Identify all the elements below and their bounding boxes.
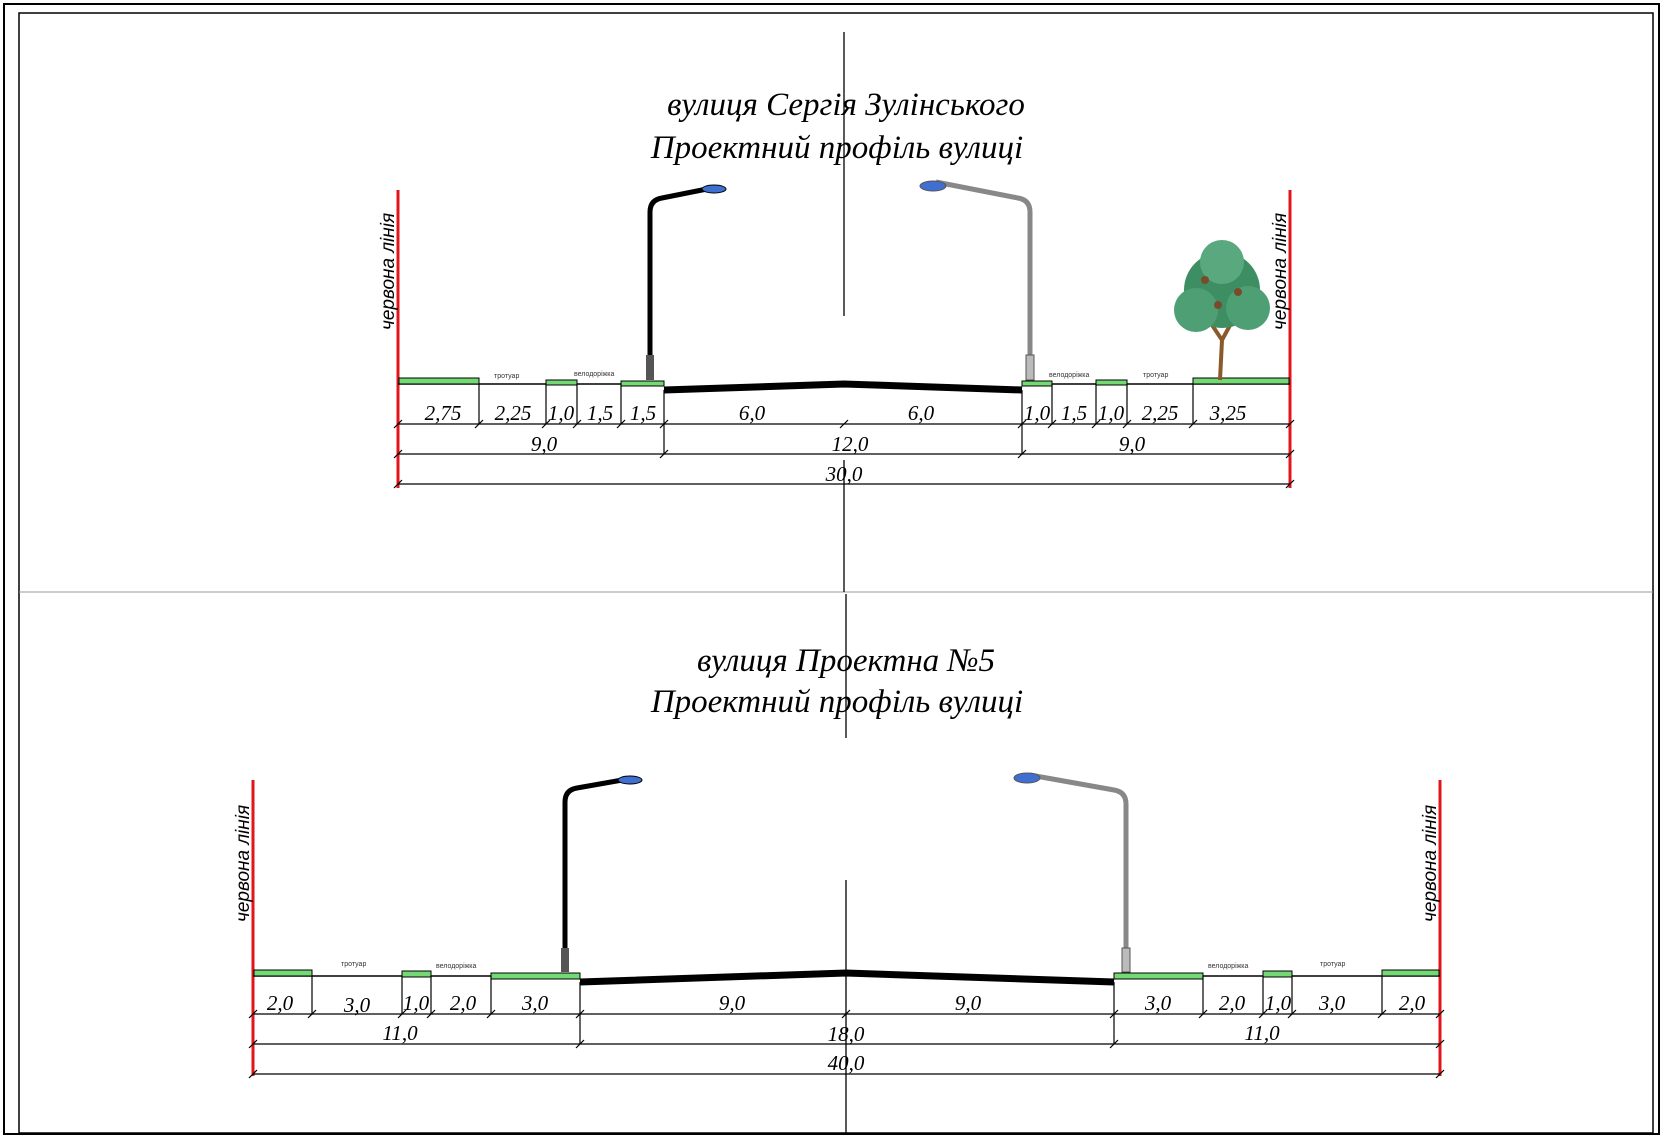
dimension-label: 1,0	[403, 991, 430, 1015]
dimension-label: 11,0	[1244, 1021, 1280, 1045]
dimension-label: 3,25	[1209, 401, 1247, 425]
dimension-label: 2,0	[450, 991, 477, 1015]
street-lamp-icon	[1013, 772, 1131, 973]
green-strip	[620, 380, 665, 387]
section-2-subtitle: Проектний профіль вулиці	[650, 684, 1023, 720]
dimension-label: 3,0	[521, 991, 549, 1015]
dimension-label: 1,0	[1265, 991, 1292, 1015]
dimension-row-1: 2,0 3,0 1,0 2,0 3,0 9,0 9,0 3,0 2,0 1,0 …	[248, 976, 1445, 1019]
street-lamp-icon	[919, 179, 1035, 381]
dimension-label: 9,0	[719, 991, 746, 1015]
dimension-label: 40,0	[828, 1051, 865, 1075]
dimension-label: 9,0	[1119, 432, 1146, 456]
red-line-label-left: червона лінія	[378, 213, 399, 330]
bikeway-label: велодоріжка	[436, 962, 477, 970]
dimension-label: 9,0	[955, 991, 982, 1015]
dimension-label: 1,0	[1098, 401, 1125, 425]
dimension-label: 1,0	[548, 401, 575, 425]
green-strip	[1192, 377, 1290, 385]
carriageway	[579, 969, 1115, 986]
dimension-row-3: 30,0	[393, 462, 1295, 489]
dimension-row-1: 2,75 2,25 1,0 1,5 1,5 6,0 6,0 1,0 1,5 1,…	[393, 384, 1295, 429]
dimension-label: 3,0	[1144, 991, 1172, 1015]
section-2: вулиця Проектна №5 Проектний профіль вул…	[233, 594, 1445, 1133]
dimension-label: 3,0	[1318, 991, 1346, 1015]
green-strip	[1095, 379, 1128, 386]
dimension-label: 11,0	[382, 1021, 418, 1045]
street-lamp-icon	[561, 775, 643, 972]
street-lamp-icon	[646, 184, 727, 380]
green-strip	[401, 970, 432, 978]
dimension-label: 2,0	[267, 991, 294, 1015]
green-strip	[1113, 972, 1204, 980]
sidewalk-label: тротуар	[341, 961, 366, 968]
dimension-label: 2,75	[425, 401, 462, 425]
bikeway-label: велодоріжка	[574, 370, 615, 378]
dimension-label: 18,0	[828, 1022, 865, 1046]
section-1-subtitle: Проектний профіль вулиці	[650, 130, 1023, 166]
tree-icon	[1174, 240, 1270, 381]
red-line-label-left: червона лінія	[233, 805, 254, 922]
dimension-label: 2,0	[1219, 991, 1246, 1015]
green-strip	[398, 377, 480, 385]
red-line-label-right: червона лінія	[1420, 805, 1441, 922]
sidewalk-label: тротуар	[494, 373, 519, 380]
inner-frame	[18, 12, 1654, 1134]
dimension-label: 6,0	[908, 401, 935, 425]
dimension-label: 1,5	[1061, 401, 1087, 425]
dimension-label: 9,0	[531, 432, 558, 456]
dimension-label: 1,5	[630, 401, 656, 425]
red-line-label-right: червона лінія	[1270, 213, 1291, 330]
sidewalk-label: тротуар	[1143, 372, 1168, 379]
green-strip	[490, 972, 581, 980]
dimension-label: 2,25	[1142, 401, 1179, 425]
section-1: вулиця Сергія Зулінського Проектний проф…	[378, 32, 1295, 592]
dimension-label: 3,0	[343, 993, 371, 1017]
dimension-label: 6,0	[739, 401, 766, 425]
dimension-row-2: 9,0 12,0 9,0	[393, 424, 1295, 459]
dimension-label: 1,5	[587, 401, 613, 425]
section-1-title: вулиця Сергія Зулінського	[667, 87, 1025, 123]
dimension-label: 30,0	[825, 462, 863, 486]
dimension-row-2: 11,0 18,0 11,0	[248, 1014, 1445, 1049]
sidewalk-label: тротуар	[1320, 961, 1345, 968]
bikeway-label: велодоріжка	[1049, 371, 1090, 379]
outer-frame	[3, 3, 1660, 1135]
dimension-label: 1,0	[1024, 401, 1051, 425]
green-strip	[1381, 969, 1440, 977]
dimension-label: 12,0	[832, 432, 869, 456]
green-strip	[253, 969, 313, 977]
dimension-label: 2,25	[495, 401, 532, 425]
green-strip	[545, 379, 578, 386]
carriageway	[663, 380, 1023, 394]
green-strip	[1262, 970, 1293, 978]
bikeway-label: велодоріжка	[1208, 962, 1249, 970]
dimension-label: 2,0	[1399, 991, 1426, 1015]
green-strip	[1021, 380, 1053, 387]
dimension-row-3: 40,0	[248, 1051, 1445, 1079]
